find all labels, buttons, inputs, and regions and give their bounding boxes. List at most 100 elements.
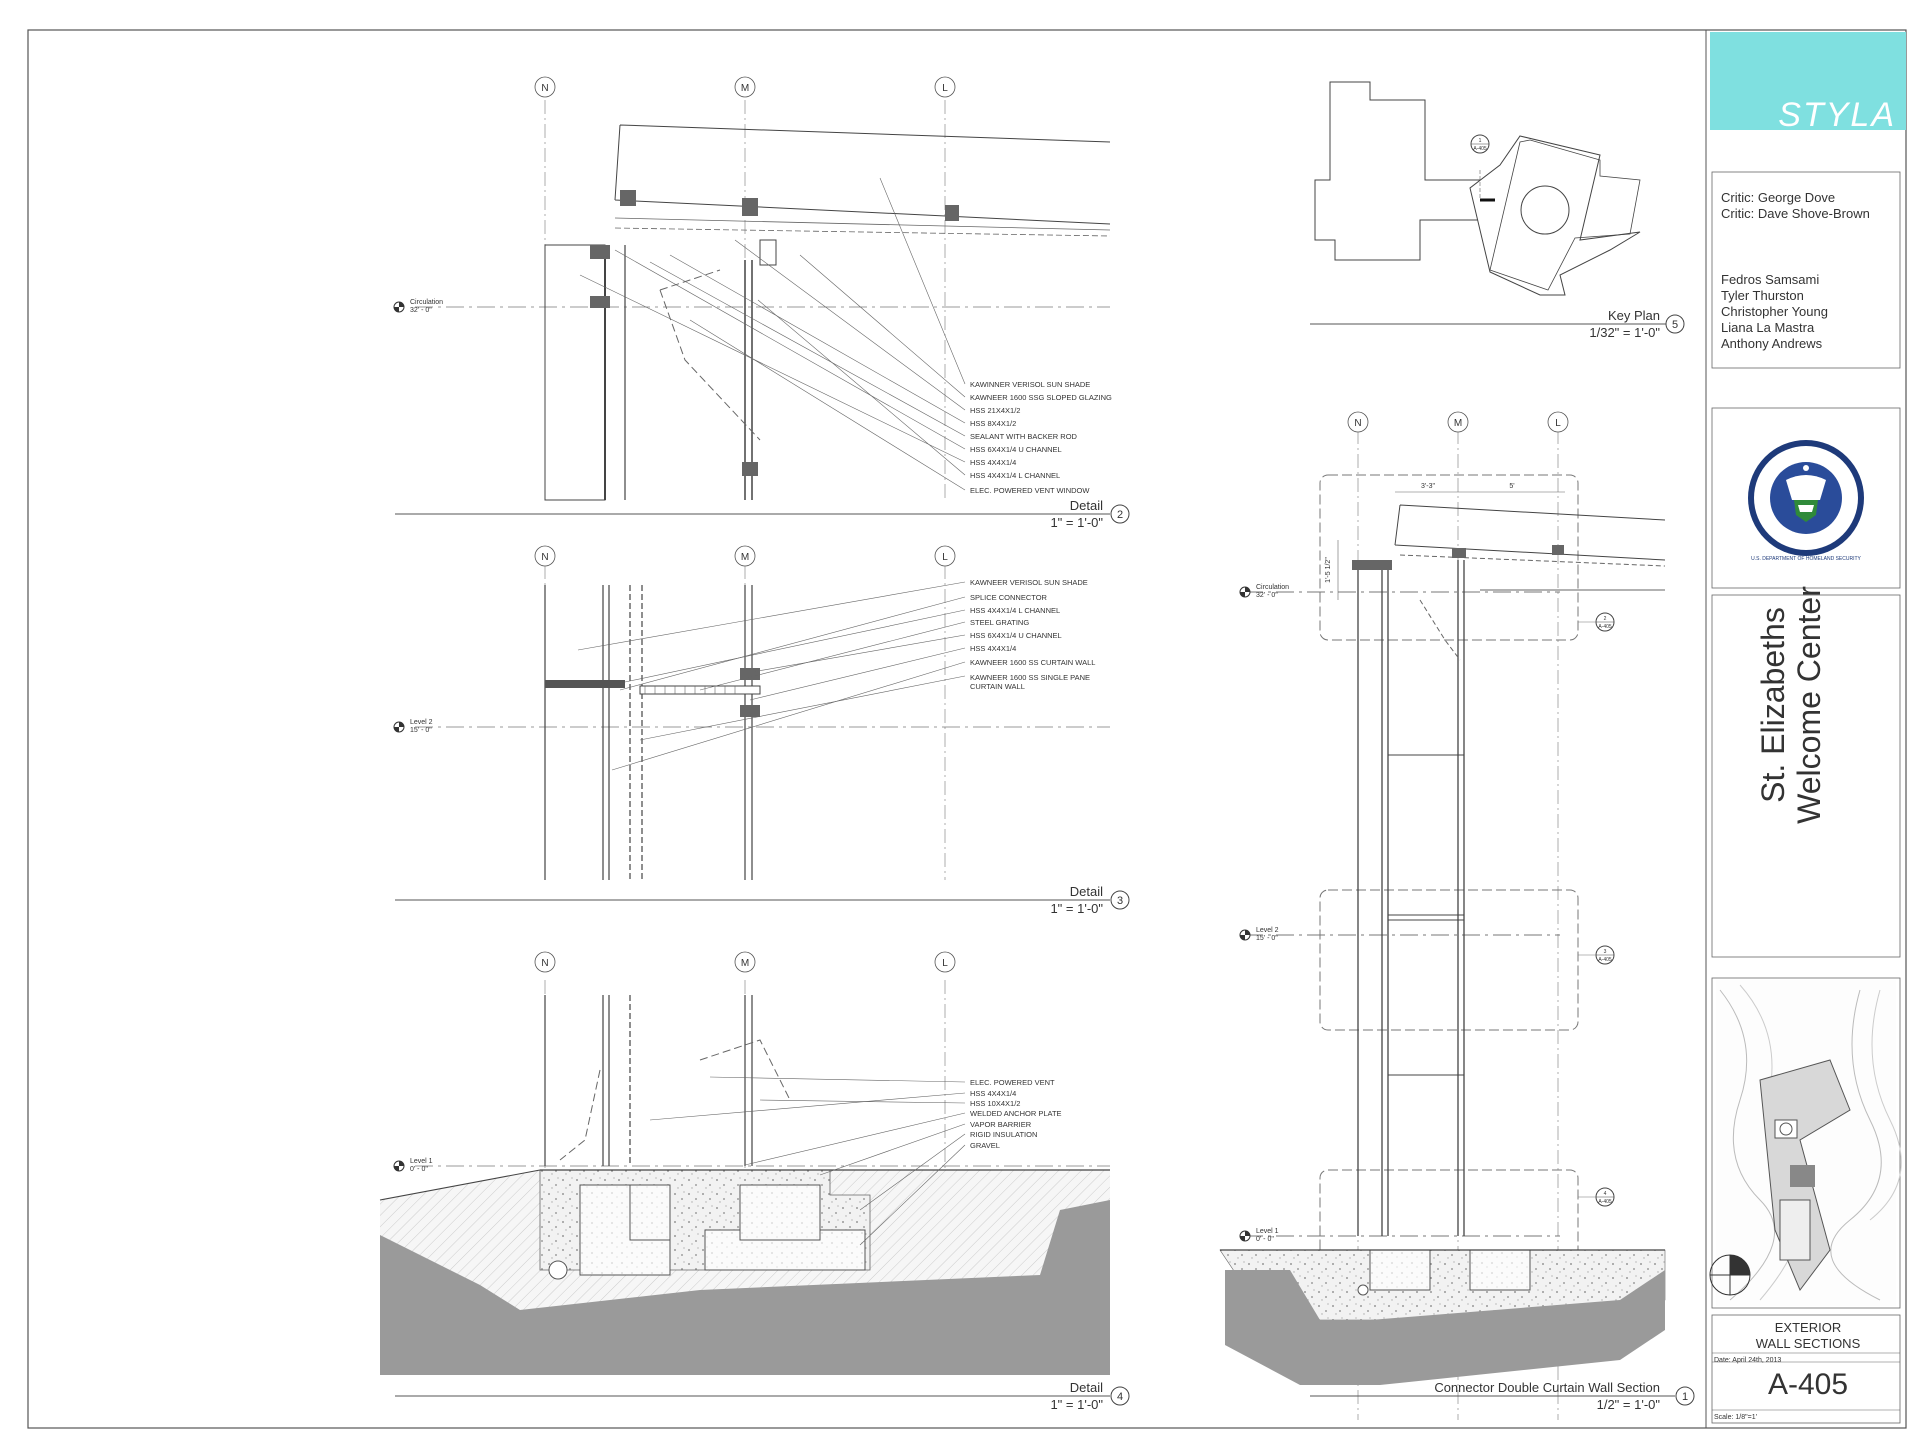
critic: Critic: George Dove (1721, 190, 1836, 205)
note: ELEC. POWERED VENT (970, 1078, 1055, 1087)
section-1-number: 1 (1682, 1391, 1688, 1403)
dimension: 1'-5 1/2" (1325, 557, 1332, 583)
level-label: Circulation (410, 299, 443, 306)
team-member: Anthony Andrews (1721, 336, 1823, 351)
note: KAWNEER 1600 SS SINGLE PANE (970, 673, 1090, 682)
callout-sheet: A-405 (1598, 957, 1612, 963)
detail-2-title: Detail (1070, 498, 1103, 513)
sheet-title: EXTERIOR WALL SECTIONS (1714, 1320, 1902, 1352)
grid-label-l: L (942, 83, 948, 94)
level-label: Level 2 (1256, 927, 1279, 934)
detail-3-number: 3 (1117, 895, 1123, 907)
grid-label-m: M (741, 83, 749, 94)
note: VAPOR BARRIER (970, 1120, 1032, 1129)
note: HSS 4X4X1/4 L CHANNEL (970, 471, 1060, 480)
key-plan-scale: 1/32" = 1'-0" (1589, 325, 1660, 340)
detail-2-number: 2 (1117, 509, 1123, 521)
grid-label-m: M (1454, 418, 1462, 429)
project-title: St. Elizabeths Welcome Center (1755, 585, 1865, 825)
detail-3-scale: 1" = 1'-0" (1050, 901, 1103, 916)
note: KAWNEER 1600 SS CURTAIN WALL (970, 658, 1095, 667)
detail-4-drawing (379, 980, 1130, 1406)
level-label: Circulation (1256, 584, 1289, 591)
level-label: Level 2 (410, 719, 433, 726)
note: HSS 4X4X1/4 (970, 458, 1016, 467)
callout-sheet: A-405 (1598, 1199, 1612, 1205)
sheet-scale: Scale: 1/8"=1' (1714, 1414, 1757, 1421)
note: HSS 10X4X1/2 (970, 1099, 1020, 1108)
level-elevation: 15' - 0" (1256, 935, 1278, 942)
grid-label-n: N (541, 83, 548, 94)
seal-caption: U.S. DEPARTMENT OF HOMELAND SECURITY (1751, 556, 1861, 562)
level-elevation: 32' - 0" (1256, 592, 1278, 599)
brand-logo: STYLA (1778, 96, 1896, 134)
level-elevation: 0' - 0" (1256, 1236, 1274, 1243)
note: HSS 8X4X1/2 (970, 419, 1016, 428)
sheet-number: A-405 (1767, 1368, 1849, 1401)
section-1-title: Connector Double Curtain Wall Section (1434, 1380, 1660, 1395)
team-member: Tyler Thurston (1721, 288, 1804, 303)
sheet-title-line2: WALL SECTIONS (1755, 1336, 1861, 1351)
callout-number: 2 (1604, 616, 1607, 622)
grid-label-l: L (1555, 418, 1561, 429)
section-1-scale: 1/2" = 1'-0" (1597, 1397, 1661, 1412)
level-markers (393, 301, 1251, 1242)
detail-3-drawing (395, 565, 1130, 910)
note: HSS 4X4X1/4 L CHANNEL (970, 606, 1060, 615)
detail-4-title: Detail (1070, 1380, 1103, 1395)
note: KAWINNER VERISOL SUN SHADE (970, 380, 1090, 389)
title-block (1705, 29, 1907, 1429)
detail-4-number: 4 (1117, 1391, 1123, 1403)
callout-number: 3 (1604, 949, 1607, 955)
sheet-date: Date: April 24th, 2013 (1714, 1357, 1782, 1364)
key-plan-title: Key Plan (1608, 308, 1660, 323)
note: GRAVEL (970, 1141, 1000, 1150)
critic: Critic: Dave Shove-Brown (1721, 206, 1870, 221)
note: HSS 4X4X1/4 (970, 644, 1016, 653)
grid-label-n: N (541, 958, 548, 969)
dimension: 5' (1509, 483, 1514, 490)
note: HSS 4X4X1/4 (970, 1089, 1016, 1098)
level-elevation: 15' - 0" (410, 727, 432, 734)
detail-4-scale: 1" = 1'-0" (1050, 1397, 1103, 1412)
grid-label-l: L (942, 958, 948, 969)
key-plan-tag-sheet: A-405 (1473, 146, 1487, 152)
level-label: Level 1 (410, 1158, 433, 1165)
project-title-line2: Welcome Center (1791, 586, 1827, 824)
grid-bubbles (534, 76, 1569, 973)
detail-2-scale: 1" = 1'-0" (1050, 515, 1103, 530)
note: CURTAIN WALL (970, 682, 1025, 691)
callout-number: 4 (1604, 1191, 1607, 1197)
note: STEEL GRATING (970, 618, 1029, 627)
note: WELDED ANCHOR PLATE (970, 1109, 1062, 1118)
note: ELEC. POWERED VENT WINDOW (970, 486, 1090, 495)
note: KAWNEER VERISOL SUN SHADE (970, 578, 1088, 587)
callout-sheet: A-405 (1598, 624, 1612, 630)
key-plan-drawing (1310, 81, 1685, 334)
note: KAWNEER 1600 SSG SLOPED GLAZING (970, 393, 1112, 402)
dhs-seal-icon (1748, 440, 1864, 556)
note: SEALANT WITH BACKER ROD (970, 432, 1078, 441)
detail-3-title: Detail (1070, 884, 1103, 899)
level-label: Level 1 (1256, 1228, 1279, 1235)
grid-label-l: L (942, 552, 948, 563)
detail-2-drawing (395, 100, 1130, 524)
key-plan-tag-number: 1 (1479, 138, 1482, 144)
grid-label-n: N (541, 552, 548, 563)
team-list: Fedros Samsami Tyler Thurston Christophe… (1721, 272, 1828, 352)
key-plan-number: 5 (1672, 319, 1678, 331)
grid-label-n: N (1354, 418, 1361, 429)
note: RIGID INSULATION (970, 1130, 1037, 1139)
critics-list: Critic: George Dove Critic: Dave Shove-B… (1721, 190, 1870, 222)
team-member: Fedros Samsami (1721, 272, 1820, 287)
grid-label-m: M (741, 552, 749, 563)
site-plan-thumbnail (1709, 980, 1902, 1306)
team-member: Liana La Mastra (1721, 320, 1815, 335)
section-1-drawing (1219, 430, 1695, 1420)
sheet-title-line1: EXTERIOR (1774, 1320, 1842, 1335)
note: HSS 6X4X1/4 U CHANNEL (970, 445, 1062, 454)
note: HSS 6X4X1/4 U CHANNEL (970, 631, 1062, 640)
level-elevation: 0' - 0" (410, 1166, 428, 1173)
note: SPLICE CONNECTOR (970, 593, 1048, 602)
